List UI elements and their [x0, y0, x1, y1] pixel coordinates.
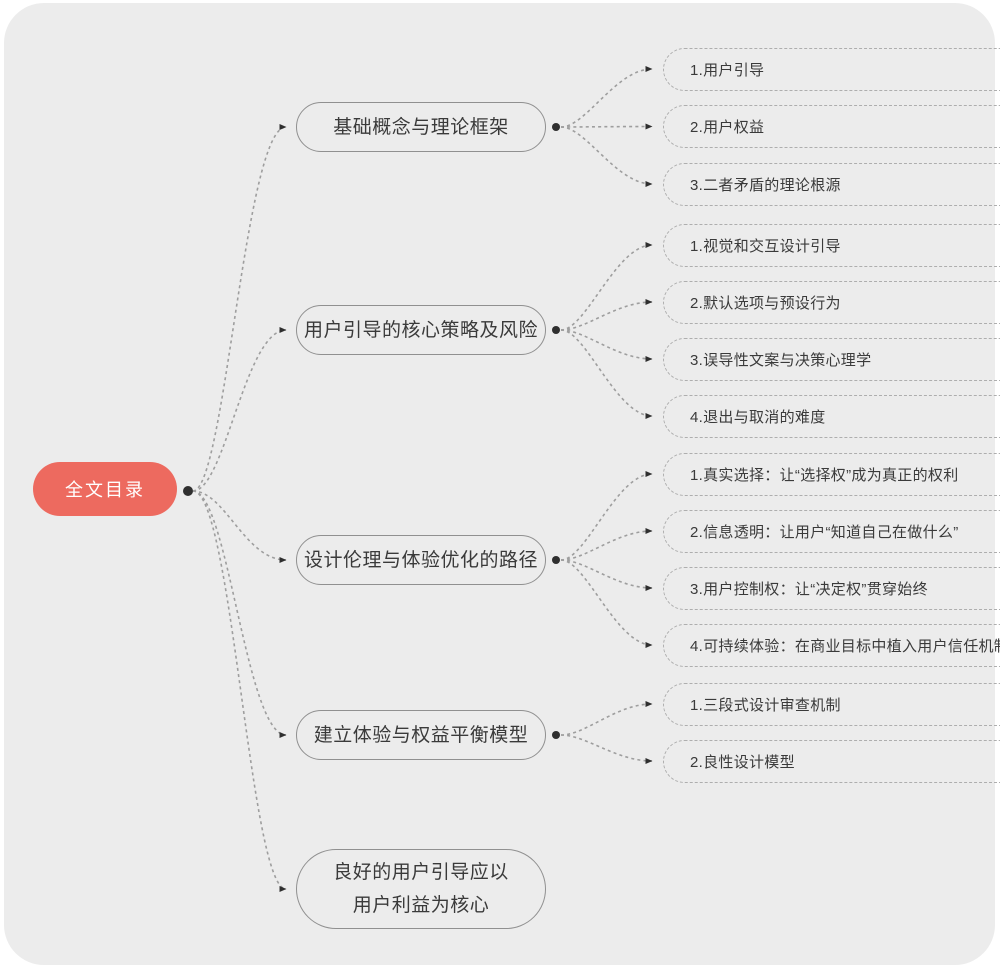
- leaf-node-3-3[interactable]: 3.用户控制权：让“决定权”贯穿始终: [663, 566, 1000, 610]
- leaf-node-2-4[interactable]: 4.退出与取消的难度: [663, 394, 1000, 438]
- leaf-node-2-1[interactable]: 1.视觉和交互设计引导: [663, 223, 1000, 267]
- leaf-node-3-2[interactable]: 2.信息透明：让用户“知道自己在做什么”: [663, 509, 1000, 553]
- leaf-node-3-4[interactable]: 4.可持续体验：在商业目标中植入用户信任机制: [663, 623, 1000, 667]
- leaf-node-1-3[interactable]: 3.二者矛盾的理论根源: [663, 162, 1000, 206]
- leaf-node-3-1[interactable]: 1.真实选择：让“选择权”成为真正的权利: [663, 452, 1000, 496]
- leaf-node-2-3[interactable]: 3.误导性文案与决策心理学: [663, 337, 1000, 381]
- branch-node-5[interactable]: 良好的用户引导应以 用户利益为核心: [296, 849, 546, 929]
- leaf-node-4-1[interactable]: 1.三段式设计审查机制: [663, 682, 1000, 726]
- leaf-node-1-2[interactable]: 2.用户权益: [663, 105, 1000, 148]
- leaf-node-1-1[interactable]: 1.用户引导: [663, 47, 1000, 91]
- branch-node-3[interactable]: 设计伦理与体验优化的路径: [296, 535, 546, 585]
- leaf-node-2-2[interactable]: 2.默认选项与预设行为: [663, 280, 1000, 324]
- root-node[interactable]: 全文目录: [33, 462, 177, 516]
- leaf-node-4-2[interactable]: 2.良性设计模型: [663, 739, 1000, 783]
- branch-node-2[interactable]: 用户引导的核心策略及风险: [296, 305, 546, 355]
- branch-node-4[interactable]: 建立体验与权益平衡模型: [296, 710, 546, 760]
- branch-node-1[interactable]: 基础概念与理论框架: [296, 102, 546, 152]
